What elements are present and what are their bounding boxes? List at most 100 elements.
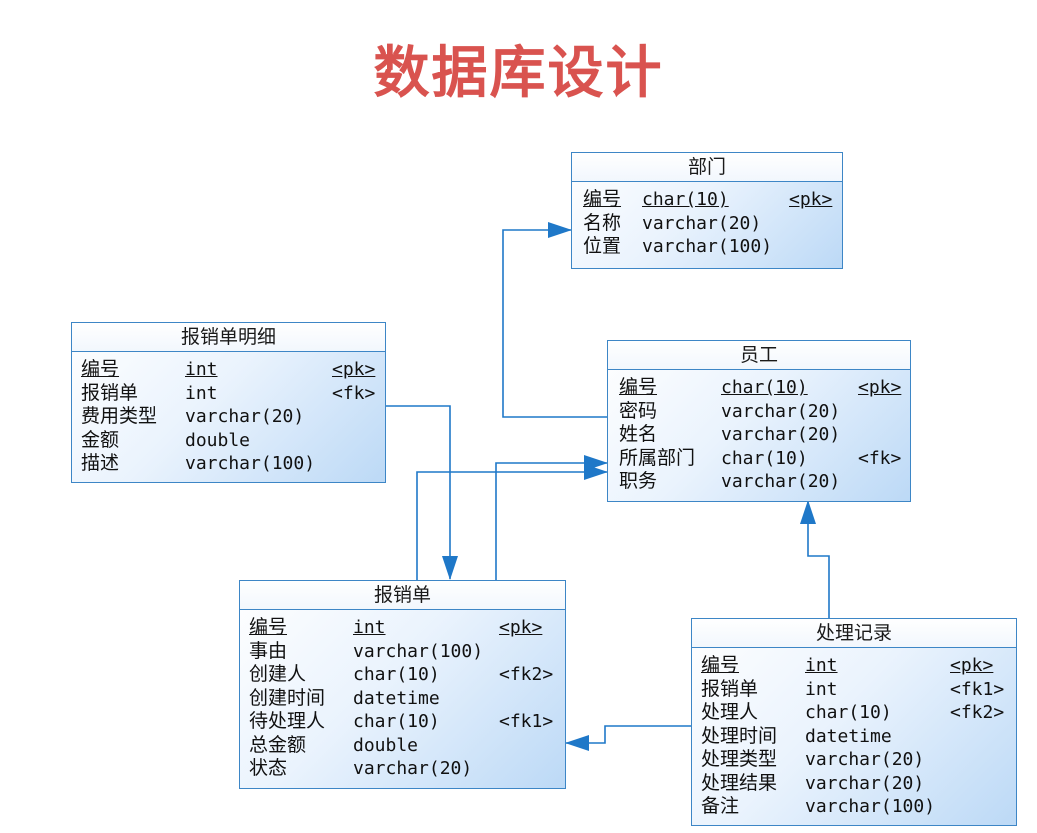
entity-dept[interactable]: 部门 编号 char(10) <pk> 名称 varchar(20) 位置 va… — [571, 152, 843, 269]
entity-field-row: 备注 varchar(100) — [692, 795, 1016, 819]
field-type: varchar(20) — [353, 758, 473, 779]
field-name: 编号 — [249, 616, 288, 638]
field-type: int — [805, 655, 838, 676]
entity-field-row: 状态 varchar(20) — [240, 757, 565, 781]
field-type: double — [185, 429, 251, 451]
entity-field-row: 名称 varchar(20) — [572, 212, 842, 236]
field-key: <pk> — [499, 617, 543, 638]
field-name: 处理结果 — [701, 771, 778, 794]
field-name: 总金额 — [249, 733, 307, 756]
entity-field-row: 报销单 int <fk> — [72, 382, 385, 406]
field-type: datetime — [353, 687, 440, 709]
entity-title: 部门 — [572, 153, 842, 182]
field-type: char(10) — [642, 189, 729, 210]
entity-field-row: 编号 char(10) <pk> — [572, 188, 842, 212]
field-type: varchar(20) — [642, 212, 762, 234]
connector-record-to-emp — [800, 500, 830, 618]
field-name: 姓名 — [619, 423, 658, 445]
field-type: double — [353, 734, 419, 756]
field-name: 编号 — [701, 654, 740, 676]
entity-field-row: 处理类型 varchar(20) — [692, 748, 1016, 772]
field-type: int — [805, 678, 838, 700]
field-name: 位置 — [583, 235, 622, 257]
entity-field-row: 编号 int <pk> — [240, 616, 565, 640]
entity-field-row: 职务 varchar(20) — [608, 470, 910, 494]
field-key: <fk2> — [499, 664, 554, 685]
field-name: 创建人 — [249, 663, 307, 685]
field-type: char(10) — [353, 711, 440, 732]
field-type: char(10) — [805, 702, 892, 723]
field-type: varchar(100) — [805, 796, 936, 817]
field-type: int — [185, 382, 218, 404]
connector-record-to-claim — [565, 725, 691, 751]
connector-claim-creator-to-emp — [416, 464, 608, 580]
field-type: char(10) — [721, 447, 808, 469]
field-key: <fk1> — [499, 711, 554, 732]
connector-claim-handler-to-emp — [495, 455, 608, 580]
page-title: 数据库设计 — [373, 41, 664, 106]
field-name: 状态 — [249, 757, 288, 779]
entity-process-record[interactable]: 处理记录 编号 int <pk> 报销单 int <fk1> 处理人 char(… — [691, 618, 1017, 826]
field-type: varchar(20) — [721, 400, 841, 422]
entity-field-row: 姓名 varchar(20) — [608, 423, 910, 447]
field-type: char(10) — [721, 377, 808, 398]
entity-field-row: 编号 int <pk> — [692, 654, 1016, 678]
entity-claim[interactable]: 报销单 编号 int <pk> 事由 varchar(100) 创建人 char… — [239, 580, 566, 789]
entity-field-row: 编号 int <pk> — [72, 358, 385, 382]
field-type: char(10) — [353, 664, 440, 685]
entity-field-row: 编号 char(10) <pk> — [608, 376, 910, 400]
field-name: 处理人 — [701, 701, 759, 723]
entity-title: 报销单 — [240, 581, 565, 610]
entity-field-row: 事由 varchar(100) — [240, 640, 565, 664]
connector-detail-to-claim — [386, 405, 458, 580]
field-type: datetime — [805, 725, 892, 747]
connector-emp-to-dept — [502, 222, 607, 418]
field-name: 编号 — [619, 376, 658, 398]
field-name: 描述 — [81, 452, 120, 474]
entity-title: 员工 — [608, 341, 910, 370]
entity-field-row: 金额 double — [72, 429, 385, 453]
entity-field-row: 费用类型 varchar(20) — [72, 405, 385, 429]
field-key: <fk> — [858, 447, 902, 469]
field-name: 所属部门 — [619, 446, 696, 469]
field-name: 报销单 — [701, 677, 759, 700]
entity-title: 报销单明细 — [72, 323, 385, 352]
field-type: varchar(20) — [721, 424, 841, 445]
entity-field-row: 总金额 double — [240, 734, 565, 758]
entity-field-row: 描述 varchar(100) — [72, 452, 385, 476]
entity-field-row: 报销单 int <fk1> — [692, 678, 1016, 702]
entity-field-row: 密码 varchar(20) — [608, 400, 910, 424]
field-name: 名称 — [583, 211, 622, 234]
field-name: 职务 — [619, 470, 658, 492]
field-name: 创建时间 — [249, 686, 326, 709]
field-name: 事由 — [249, 639, 288, 662]
field-key: <pk> — [950, 655, 994, 676]
entity-claim-detail[interactable]: 报销单明细 编号 int <pk> 报销单 int <fk> 费用类型 varc… — [71, 322, 386, 483]
entity-field-row: 处理人 char(10) <fk2> — [692, 701, 1016, 725]
field-type: varchar(100) — [353, 640, 484, 662]
entity-field-row: 待处理人 char(10) <fk1> — [240, 710, 565, 734]
entity-field-row: 创建时间 datetime — [240, 687, 565, 711]
field-type: varchar(20) — [805, 749, 925, 770]
field-name: 费用类型 — [81, 405, 158, 427]
entity-field-row: 处理时间 datetime — [692, 725, 1016, 749]
field-type: int — [185, 359, 218, 380]
entity-field-row: 所属部门 char(10) <fk> — [608, 447, 910, 471]
field-key: <pk> — [858, 377, 902, 398]
field-name: 待处理人 — [249, 710, 326, 732]
field-type: varchar(20) — [185, 406, 305, 427]
entity-title: 处理记录 — [692, 619, 1016, 648]
field-key: <pk> — [332, 359, 376, 380]
entity-field-row: 创建人 char(10) <fk2> — [240, 663, 565, 687]
field-type: varchar(100) — [185, 453, 316, 474]
field-type: varchar(20) — [721, 471, 841, 492]
field-key: <fk2> — [950, 702, 1005, 723]
field-name: 密码 — [619, 399, 658, 422]
field-key: <fk1> — [950, 678, 1005, 700]
entity-employee[interactable]: 员工 编号 char(10) <pk> 密码 varchar(20) 姓名 va… — [607, 340, 911, 502]
field-name: 报销单 — [81, 381, 139, 404]
field-name: 处理时间 — [701, 724, 778, 747]
field-type: varchar(20) — [805, 772, 925, 794]
field-name: 备注 — [701, 795, 740, 817]
